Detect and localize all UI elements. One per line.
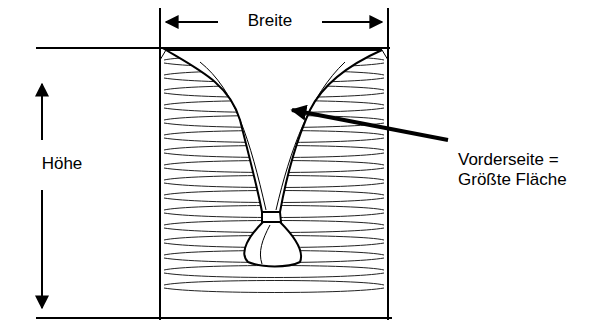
sack-creases xyxy=(160,50,388,264)
dimension-arrows xyxy=(42,22,382,308)
box-outline xyxy=(36,8,392,320)
dimension-label: Breite xyxy=(245,11,295,31)
callout-label: Vorderseite = Größte Fläche xyxy=(458,150,588,191)
leader-arrow xyxy=(292,110,448,140)
sack-front xyxy=(166,50,382,267)
dimension-label: Höhe xyxy=(39,154,86,174)
fold-line xyxy=(164,281,384,293)
